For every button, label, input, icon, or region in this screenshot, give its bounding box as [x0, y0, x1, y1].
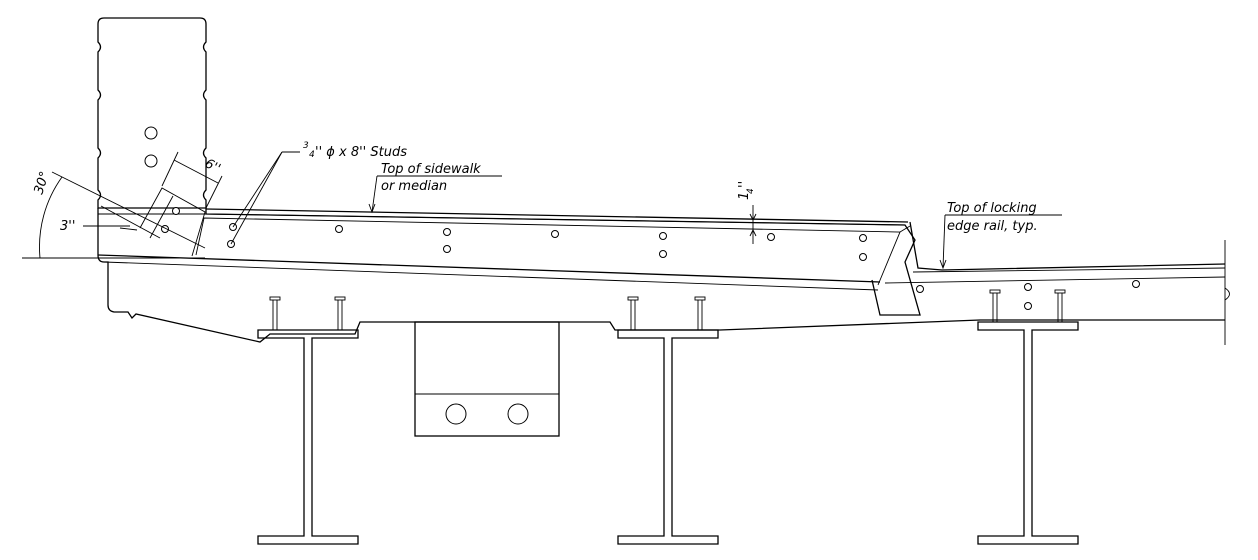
dim-quarter-den: 4 [746, 188, 756, 194]
hole-marker [335, 225, 343, 233]
angle-dimension: 30° [22, 170, 206, 259]
sidewalk-label: Top of sidewalk [381, 162, 481, 177]
steel-girder-right [977, 321, 1079, 545]
barrier-bolt-hole [144, 126, 158, 140]
hole-marker [1024, 302, 1032, 310]
hole-marker [767, 233, 775, 241]
sidewalk-callout: Top of sidewalk or median [368, 162, 502, 214]
dim-quarter-mark: '' [737, 181, 752, 188]
studs-callout: 3 4 '' ϕ x 8'' Studs [230, 141, 407, 245]
edge-rail-label: edge rail, typ. [947, 219, 1038, 234]
hole-marker [1024, 283, 1032, 291]
hole-marker [443, 245, 451, 253]
locking-label: Top of locking [947, 201, 1037, 216]
hole-marker [916, 285, 924, 293]
diaphragm-bolt-hole [445, 403, 467, 425]
hole-marker [659, 232, 667, 240]
median-label: or median [381, 179, 447, 194]
studs-label: '' ϕ x 8'' Studs [315, 145, 407, 160]
dim-quarter-in: 1 4 '' [737, 181, 757, 244]
dim-6in-label: 6'' [202, 156, 223, 176]
steel-girder-left [257, 329, 359, 545]
hole-marker [443, 228, 451, 236]
dim-3in-label: 3'' [60, 219, 75, 234]
deck-slab [97, 208, 1225, 343]
studs-num: 3 [303, 141, 309, 151]
hole-marker [551, 230, 559, 238]
hole-marker [659, 250, 667, 258]
hole-marker [172, 207, 180, 215]
shear-studs [269, 289, 1066, 330]
dim-6in: 6'' [161, 151, 223, 209]
break-line [1224, 240, 1230, 345]
edge-rail-callout: Top of locking edge rail, typ. [939, 201, 1062, 270]
studs-den: 4 [309, 150, 315, 160]
hole-marker [859, 253, 867, 261]
dim-quarter-num: 1 [737, 192, 752, 200]
hole-marker [1132, 280, 1140, 288]
dim-3in: 3'' [60, 205, 161, 239]
diaphragm-bolt-hole [507, 403, 529, 425]
diaphragm [414, 321, 560, 437]
sidewalk-median [139, 187, 1226, 316]
barrier-post [97, 17, 207, 215]
angle-label: 30° [32, 170, 53, 197]
hole-marker [859, 234, 867, 242]
steel-girder-middle [617, 329, 719, 545]
barrier-bolt-hole [144, 154, 158, 168]
